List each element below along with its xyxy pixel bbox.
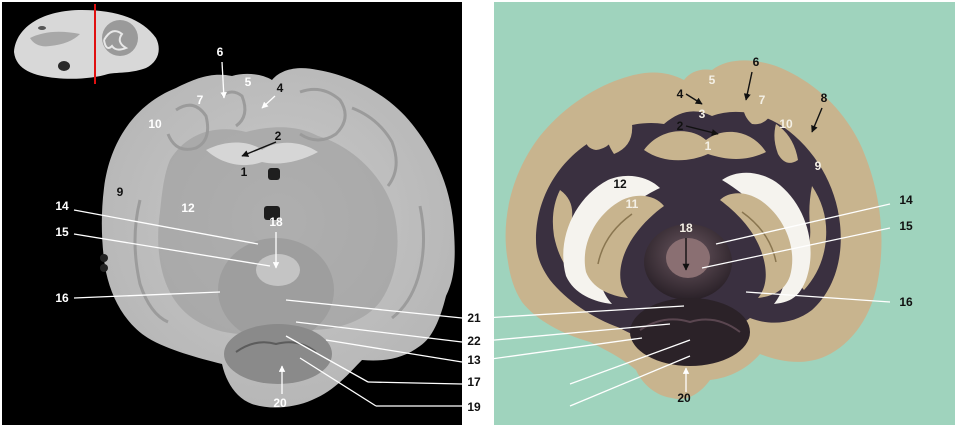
label-10: 10 [148,117,162,131]
label-13: 13 [467,353,481,367]
label-3: 3 [699,107,706,121]
label-20: 20 [273,396,287,410]
label-7: 7 [197,93,204,107]
label-14: 14 [55,199,69,213]
label-6: 6 [217,45,224,59]
mri-leader-lines [73,61,463,407]
label-10: 10 [779,117,793,131]
label-7: 7 [759,93,766,107]
label-18: 18 [269,215,283,229]
label-14: 14 [899,193,913,207]
label-11: 11 [626,197,639,211]
label-15: 15 [55,225,69,239]
label-4: 4 [677,87,684,101]
label-5: 5 [245,75,252,89]
label-8: 8 [821,91,828,105]
label-18: 18 [679,221,693,235]
label-22: 22 [467,334,481,348]
label-15: 15 [899,219,913,233]
mri-panel: 6 5 7 4 10 2 1 9 12 18 14 15 16 21 22 13… [2,2,481,425]
label-9: 9 [117,185,124,199]
label-12: 12 [613,177,627,191]
label-6: 6 [753,55,760,69]
label-9: 9 [815,159,822,173]
label-21: 21 [467,311,481,325]
mri-labels: 6 5 7 4 10 2 1 9 12 18 14 15 16 21 22 13… [55,45,481,414]
sagittal-inset-thumbnail [14,4,159,84]
label-16: 16 [55,291,69,305]
label-19: 19 [467,400,481,414]
label-17: 17 [467,375,481,389]
label-2: 2 [275,129,282,143]
label-1: 1 [705,139,712,153]
label-20: 20 [677,391,691,405]
histology-panel: 5 6 4 3 7 8 2 10 1 9 12 11 18 14 15 16 2… [483,2,955,425]
mri-white-matter [158,127,398,341]
label-4: 4 [277,81,284,95]
label-2: 2 [677,119,684,133]
histology-labels: 5 6 4 3 7 8 2 10 1 9 12 11 18 14 15 16 2… [613,55,913,405]
histology-pons-cerebellum [630,298,750,366]
label-1: 1 [241,165,248,179]
label-5: 5 [709,73,716,87]
label-16: 16 [899,295,913,309]
mri-cerebellum [224,324,332,384]
histology-leader-lines [483,203,891,407]
label-12: 12 [181,201,195,215]
mri-midbrain [218,238,334,342]
